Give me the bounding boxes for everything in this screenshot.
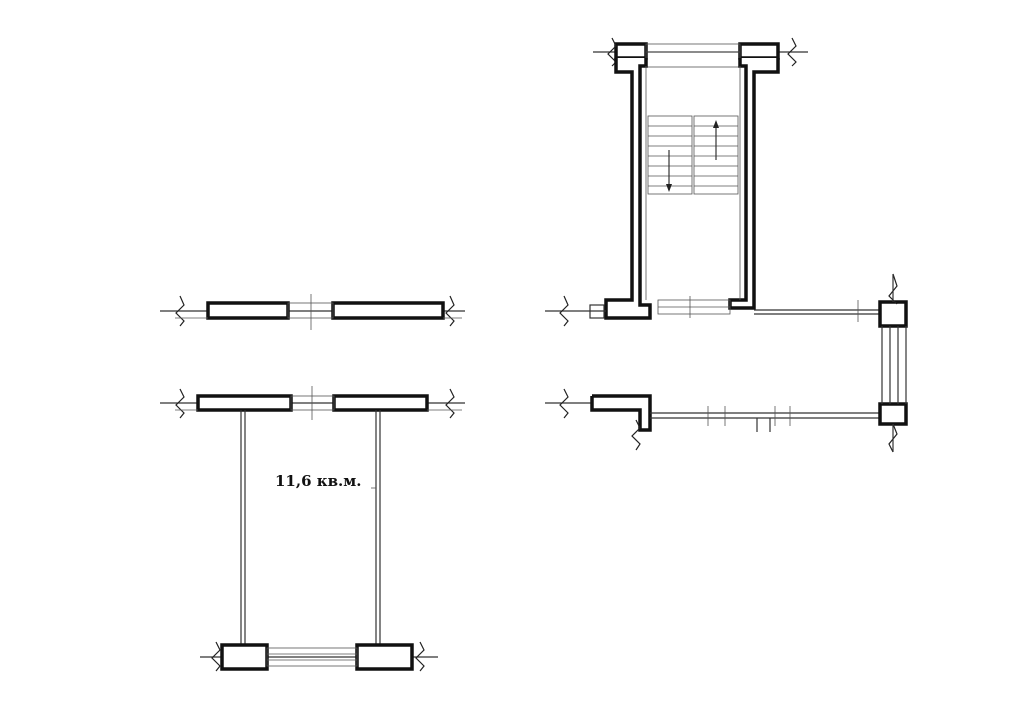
- room-outline: [240, 410, 381, 645]
- left-upper-wall: [160, 294, 465, 330]
- room-bottom-wall: [200, 641, 438, 672]
- arrow-up-icon: [713, 120, 719, 128]
- right-end-wall: [878, 273, 908, 453]
- left-lower-wall: [160, 386, 465, 420]
- arrow-down-icon: [666, 184, 672, 192]
- stairwell: [593, 37, 808, 320]
- corridor-walls: [545, 295, 880, 451]
- room-area-label: 11,6 кв.м.: [275, 472, 361, 490]
- stair-flight: [647, 115, 739, 195]
